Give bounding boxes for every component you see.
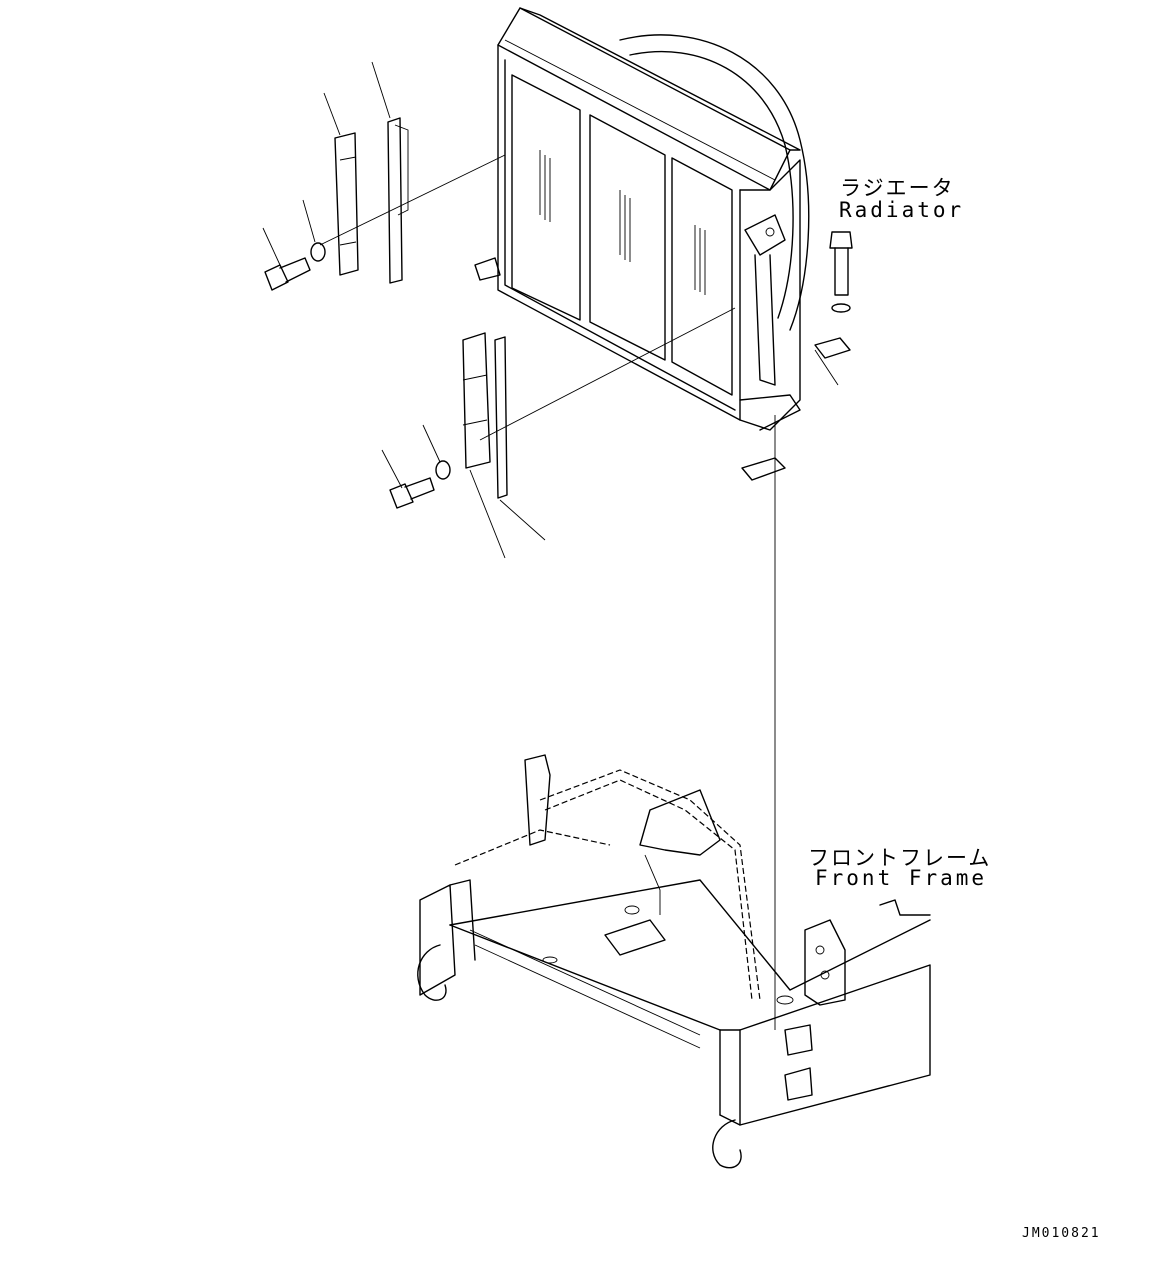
bracket-icon	[462, 332, 508, 499]
radiator-label-en: Radiator	[839, 198, 965, 222]
washer-icon	[310, 242, 326, 262]
bracket-icon	[814, 337, 851, 386]
bracket-icon	[334, 117, 409, 284]
bolt-icon	[829, 231, 853, 296]
bolt-icon	[389, 477, 435, 509]
front-frame-label-en: Front Frame	[815, 866, 988, 890]
front-frame-icon	[417, 754, 931, 1169]
drawing-code: JM010821	[1022, 1226, 1101, 1241]
radiator-label-jp: ラジエータ	[840, 176, 955, 200]
front-frame-label-jp: フロントフレーム	[808, 846, 992, 870]
bolt-icon	[264, 257, 311, 291]
washer-icon	[435, 460, 451, 480]
washer-icon	[831, 303, 851, 313]
radiator-icon	[474, 7, 810, 431]
